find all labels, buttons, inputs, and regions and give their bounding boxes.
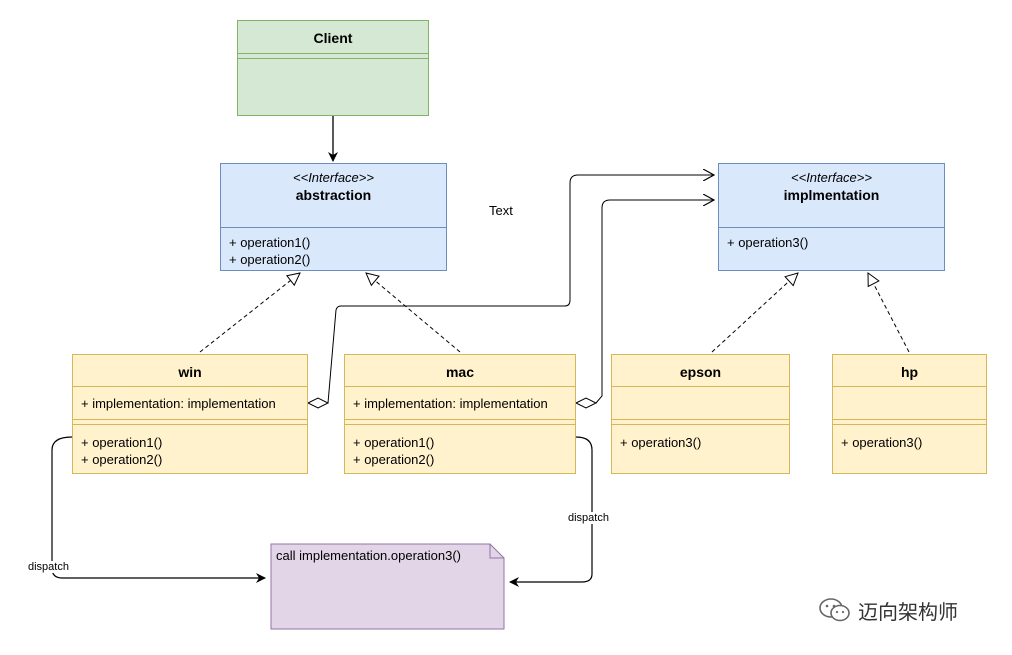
win-attribute: + implementation: implementation — [81, 396, 276, 411]
dispatch-label-right: dispatch — [567, 512, 610, 524]
mac-attribute: + implementation: implementation — [353, 396, 548, 411]
implementation-interface[interactable]: <<Interface>> implmentation + operation3… — [718, 163, 945, 271]
win-method-2: + operation2() — [81, 452, 163, 467]
epson-method-1: + operation3() — [620, 435, 702, 450]
implementation-stereotype: <<Interface>> — [791, 170, 872, 185]
abstraction-title: abstraction — [295, 187, 372, 203]
mac-title: mac — [445, 364, 475, 380]
implementation-method-1: + operation3() — [727, 235, 809, 250]
implementation-title: implmentation — [783, 187, 880, 203]
epson-class[interactable]: epson + operation3() — [611, 354, 790, 474]
note-text: call implementation.operation3() — [276, 548, 461, 563]
mac-class[interactable]: mac + implementation: implementation + o… — [344, 354, 576, 474]
mac-method-2: + operation2() — [353, 452, 435, 467]
floating-text-label: Text — [489, 203, 513, 218]
note-shape — [270, 543, 505, 630]
wechat-icon — [819, 598, 850, 622]
client-title: Client — [313, 30, 353, 46]
abstraction-method-2: + operation2() — [229, 252, 311, 267]
hp-class[interactable]: hp + operation3() — [832, 354, 987, 474]
hp-title: hp — [900, 364, 919, 380]
epson-realizes-implementation — [711, 273, 798, 353]
mac-realizes-abstraction — [366, 273, 461, 353]
client-class[interactable]: Client — [237, 20, 429, 116]
win-realizes-abstraction — [199, 273, 300, 353]
mac-method-1: + operation1() — [353, 435, 435, 450]
mac-aggregation-to-implementation — [595, 200, 714, 404]
abstraction-method-1: + operation1() — [229, 235, 311, 250]
watermark-text: 迈向架构师 — [858, 602, 958, 624]
win-aggregation-to-implementation — [327, 175, 714, 404]
abstraction-stereotype: <<Interface>> — [293, 170, 374, 185]
epson-title: epson — [679, 364, 722, 380]
dispatch-label-left: dispatch — [27, 561, 70, 573]
mac-dispatch-to-note — [509, 436, 593, 587]
win-method-1: + operation1() — [81, 435, 163, 450]
hp-realizes-implementation — [868, 273, 910, 353]
mac-aggregation-diamond — [574, 397, 598, 409]
abstraction-interface[interactable]: <<Interface>> abstraction + operation1()… — [220, 163, 447, 271]
win-aggregation-diamond — [306, 397, 330, 409]
win-title: win — [178, 364, 202, 380]
win-class[interactable]: win + implementation: implementation + o… — [72, 354, 308, 474]
hp-method-1: + operation3() — [841, 435, 923, 450]
note-fold — [489, 544, 504, 559]
